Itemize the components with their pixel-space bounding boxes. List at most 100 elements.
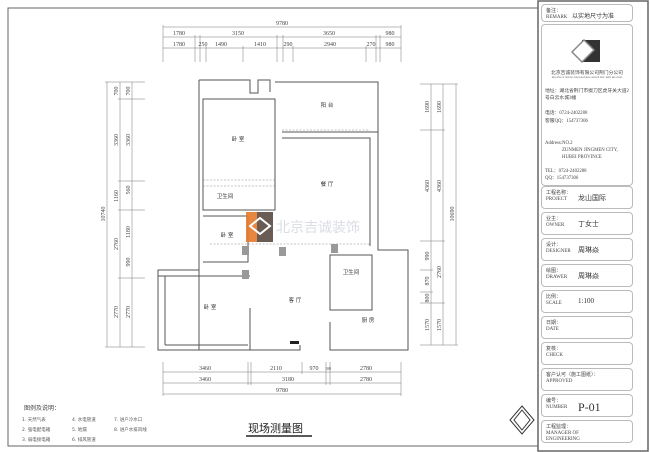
dim-label: 1570 bbox=[437, 319, 443, 331]
dim-label: 2110 bbox=[270, 366, 282, 372]
dim-label: 560 bbox=[126, 186, 132, 195]
company-name-en: BEI JING JI CHENG DECORATION GROUP JING … bbox=[551, 76, 623, 79]
field-value: 周琳焱 bbox=[578, 272, 599, 280]
dim-label: 1570 bbox=[425, 319, 431, 331]
field-label: 绘图： DRAWER bbox=[546, 269, 568, 280]
legend: 1. 天然气表 2. 强电配电箱 3. 弱电接电箱 4. 水电管道 5. 地漏 … bbox=[22, 416, 147, 443]
dim-label: 2760 bbox=[437, 266, 443, 278]
drawing-title: 现场测量图 bbox=[248, 421, 303, 435]
dim-label: 1180 bbox=[126, 226, 132, 238]
field-label: 编号： NUMBER bbox=[546, 399, 568, 410]
dim-label: 1780 bbox=[173, 42, 185, 48]
dim-label: 1490 bbox=[215, 42, 227, 48]
field-value: P-01 bbox=[578, 400, 601, 414]
field-label: 比例： SCALE bbox=[546, 295, 562, 306]
dim-label: 990 bbox=[126, 258, 132, 267]
title-field: 客户认可（施工图纸）： APPROVED bbox=[541, 368, 633, 391]
legend-item: 6. 排风管道 bbox=[72, 436, 96, 443]
dim-label: 4360 bbox=[425, 180, 431, 192]
address-en: Address:NO.2 bbox=[545, 141, 573, 146]
dim-label: 700 bbox=[126, 87, 132, 96]
dim-label: 1690 bbox=[437, 101, 443, 113]
right-dimensions bbox=[420, 83, 458, 346]
columns bbox=[242, 244, 338, 279]
dim-right-total: 10690 bbox=[450, 207, 456, 222]
room-label: 阳 台 bbox=[321, 101, 334, 109]
legend-title: 图例及说明： bbox=[24, 404, 60, 412]
walls bbox=[157, 79, 409, 351]
compass-logo-icon bbox=[509, 405, 535, 435]
dim-top-total: 9780 bbox=[276, 21, 288, 27]
dim-label: 3650 bbox=[323, 31, 335, 37]
field-label: 工程名称： PROJECT bbox=[546, 191, 572, 202]
dim-label: 2780 bbox=[360, 366, 372, 372]
legend-item: 3. 弱电接电箱 bbox=[22, 436, 51, 443]
beam-lines bbox=[203, 129, 370, 245]
dim-label: 970 bbox=[310, 366, 319, 372]
dim-label: 3460 bbox=[199, 377, 211, 383]
field-label: 复核： CHECK bbox=[546, 347, 563, 358]
title-field: 比例： SCALE 1:100 bbox=[541, 290, 633, 313]
room-label: 卧 室 bbox=[221, 231, 234, 239]
dim-label: 3360 bbox=[114, 134, 120, 146]
company-address: 地址：湖北省荆门市掇刀区虎牙关大道2号白云水城3幢 bbox=[545, 89, 629, 101]
dim-label: 2760 bbox=[114, 238, 120, 250]
dim-label: 1410 bbox=[254, 42, 266, 48]
legend-item: 7. 进户冷水口 bbox=[114, 416, 142, 423]
legend-item: 2. 强电配电箱 bbox=[22, 426, 51, 433]
title-field: 编号： NUMBER P-01 bbox=[541, 394, 633, 417]
company-service: 客服QQ：154737306 bbox=[545, 119, 588, 124]
legend-item: 8. 进户水排风线 bbox=[114, 426, 147, 433]
dim-bottom-total: 9780 bbox=[276, 388, 288, 394]
title-field: 复核： CHECK bbox=[541, 342, 633, 365]
title-field: 绘图： DRAWER 周琳焱 bbox=[541, 264, 633, 287]
field-label: 日期： DATE bbox=[546, 321, 562, 332]
dim-label: 3460 bbox=[199, 366, 211, 372]
dim-label: 2770 bbox=[126, 306, 132, 318]
dim-label: 1780 bbox=[173, 31, 185, 37]
dim-label: 270 bbox=[367, 42, 376, 48]
dim-label: 3180 bbox=[282, 377, 294, 383]
remark-label: 备注： REMARK bbox=[546, 9, 568, 20]
dim-label: 2940 bbox=[324, 42, 336, 48]
room-label: 卧 室 bbox=[204, 303, 217, 311]
tel-en: TEL：0724-2402288 bbox=[545, 169, 587, 174]
company-logo-icon bbox=[570, 38, 600, 64]
dim-label: 700 bbox=[114, 87, 120, 96]
dim-label: 1690 bbox=[425, 101, 431, 113]
dim-label: 250 bbox=[199, 42, 208, 48]
address-en: HUBEI PROVINCE bbox=[562, 155, 602, 160]
title-block-frame bbox=[537, 0, 649, 452]
qq-en: QQ：154737306 bbox=[545, 176, 579, 181]
field-value: 丁女士 bbox=[578, 220, 599, 228]
dim-label: 870 bbox=[425, 277, 431, 286]
room-label: 卫生间 bbox=[343, 268, 360, 276]
legend-item: 5. 地漏 bbox=[72, 426, 87, 433]
field-label: 工程监理： MANAGER OF ENGINEERING bbox=[546, 425, 580, 442]
bottom-dimensions bbox=[162, 362, 402, 396]
dim-label: 3360 bbox=[126, 134, 132, 146]
room-label: 卫生间 bbox=[217, 192, 234, 200]
distribution-box-icon bbox=[290, 341, 299, 344]
dim-label: 3150 bbox=[232, 31, 244, 37]
field-value: 周琳焱 bbox=[578, 246, 599, 254]
watermark-text: 北京吉诚装饰 bbox=[276, 220, 360, 236]
title-field: 日期： DATE bbox=[541, 316, 633, 339]
title-field: 工程监理： MANAGER OF ENGINEERING bbox=[541, 420, 633, 443]
watermark-logo bbox=[246, 212, 273, 242]
dim-label: 290 bbox=[284, 42, 293, 48]
dim-label: 1160 bbox=[114, 190, 120, 202]
dim-label: 100 bbox=[325, 366, 331, 371]
field-value: 1:100 bbox=[578, 297, 594, 305]
remark-box: 备注： REMARK 以实地尺寸为准 bbox=[541, 4, 633, 22]
dim-label: 800 bbox=[425, 294, 431, 303]
room-label: 卧 室 bbox=[232, 135, 245, 143]
room-label: 厨 房 bbox=[362, 316, 375, 324]
dim-label: 2770 bbox=[114, 306, 120, 318]
room-label: 餐 厅 bbox=[321, 180, 334, 188]
dim-label: 980 bbox=[386, 42, 395, 48]
